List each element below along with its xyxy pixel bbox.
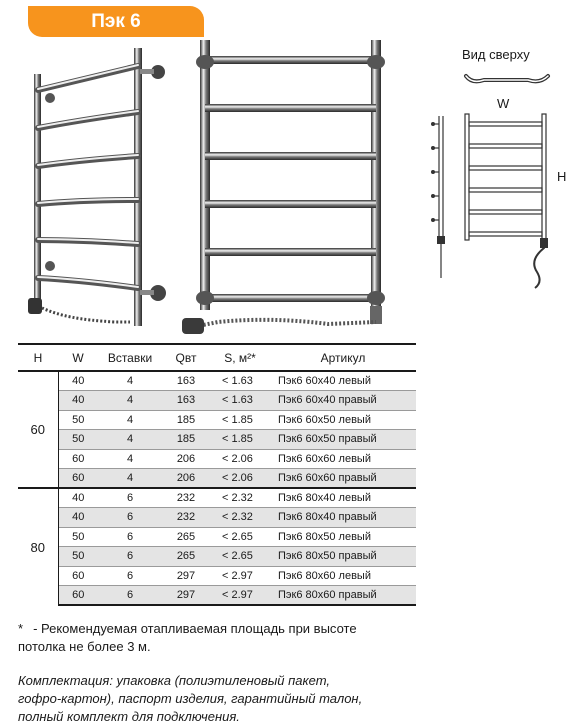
cell-width: 50 [58,526,98,547]
cell-power: 232 [162,487,210,508]
cell-area: < 2.65 [210,546,270,566]
cell-area: < 2.32 [210,487,270,508]
cell-power: 265 [162,546,210,566]
cell-power: 185 [162,429,210,449]
cell-inserts: 6 [98,507,162,527]
cell-inserts: 6 [98,546,162,566]
cell-area: < 1.85 [210,409,270,430]
cell-inserts: 4 [98,448,162,469]
cell-inserts: 6 [98,487,162,508]
towel-rail-photo-angled [28,48,166,326]
cell-area: < 2.97 [210,585,270,606]
footnote: * - Рекомендуемая отапливаемая площадь пр… [18,620,418,656]
cell-width: 40 [58,370,98,391]
cell-width: 60 [58,565,98,586]
cell-area: < 1.63 [210,370,270,391]
package-contents-line-1: Комплектация: упаковка (полиэтиленовый п… [18,673,331,688]
top-view-label: Вид сверху [462,47,530,62]
cell-height-group: 80 [18,487,59,605]
footnote-line-2: потолка не более 3 м. [18,639,151,654]
col-header-w: W [58,343,98,372]
package-contents-line-3: полный комплект для подключения. [18,709,240,724]
cell-article: Пэк6 80x60 левый [270,565,416,586]
towel-rail-photo-front [182,40,385,334]
footnote-star: * [18,621,24,636]
cell-height-group: 60 [18,370,59,488]
cell-width: 60 [58,585,98,606]
cell-power: 297 [162,585,210,606]
package-contents-line-2: гофро-картон), паспорт изделия, гарантий… [18,691,363,706]
cell-width: 40 [58,507,98,527]
col-header-inserts: Вставки [98,343,162,372]
dimension-scheme-drawing [431,113,548,289]
cell-area: < 2.32 [210,507,270,527]
cell-power: 206 [162,468,210,488]
cell-inserts: 4 [98,429,162,449]
cell-width: 50 [58,429,98,449]
cell-width: 40 [58,390,98,410]
cell-inserts: 6 [98,585,162,606]
cell-power: 297 [162,565,210,586]
col-header-power: Qвт [162,343,210,372]
cell-power: 206 [162,448,210,469]
cell-power: 185 [162,409,210,430]
cell-power: 163 [162,390,210,410]
cell-article: Пэк6 60x40 левый [270,370,416,391]
product-title: Пэк 6 [28,6,204,37]
cell-article: Пэк6 80x40 левый [270,487,416,508]
cell-width: 50 [58,546,98,566]
top-view-drawing [464,74,550,84]
cell-power: 232 [162,507,210,527]
col-header-h: H [18,343,58,372]
cell-article: Пэк6 80x60 правый [270,585,416,606]
width-label: W [497,96,510,111]
cell-article: Пэк6 80x50 левый [270,526,416,547]
cell-article: Пэк6 80x40 правый [270,507,416,527]
cell-width: 50 [58,409,98,430]
cell-inserts: 6 [98,565,162,586]
height-label: H [557,169,567,184]
cell-article: Пэк6 60x60 правый [270,468,416,488]
cell-article: Пэк6 60x40 правый [270,390,416,410]
col-header-area: S, м²* [210,343,270,372]
cell-inserts: 4 [98,409,162,430]
cell-power: 163 [162,370,210,391]
cell-power: 265 [162,526,210,547]
cell-area: < 2.06 [210,468,270,488]
cell-area: < 1.85 [210,429,270,449]
package-contents: Комплектация: упаковка (полиэтиленовый п… [18,672,428,726]
col-header-article: Артикул [270,343,416,372]
cell-area: < 2.65 [210,526,270,547]
cell-inserts: 4 [98,468,162,488]
cell-area: < 2.97 [210,565,270,586]
cell-area: < 1.63 [210,390,270,410]
cell-article: Пэк6 60x50 левый [270,409,416,430]
cell-width: 60 [58,468,98,488]
cell-article: Пэк6 60x50 правый [270,429,416,449]
cell-inserts: 4 [98,370,162,391]
cell-article: Пэк6 60x60 левый [270,448,416,469]
cell-area: < 2.06 [210,448,270,469]
cell-inserts: 6 [98,526,162,547]
cell-article: Пэк6 80x50 правый [270,546,416,566]
cell-width: 60 [58,448,98,469]
cell-width: 40 [58,487,98,508]
cell-inserts: 4 [98,390,162,410]
footnote-line-1: - Рекомендуемая отапливаемая площадь при… [33,621,357,636]
table-header-row: H W Вставки Qвт S, м²* Артикул [18,343,416,372]
